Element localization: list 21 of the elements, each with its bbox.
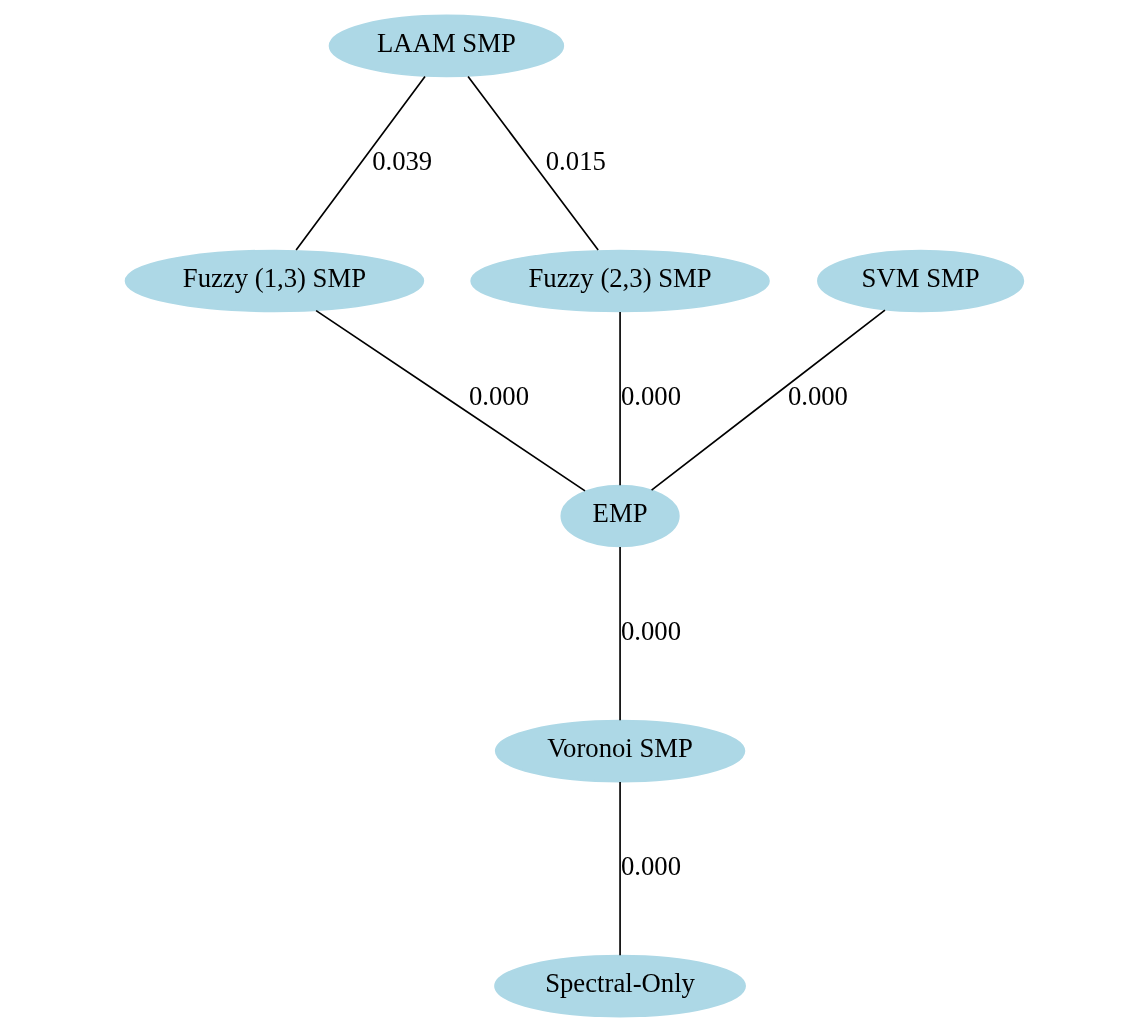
connector <box>650 309 886 491</box>
connector <box>466 75 599 251</box>
edge-label: 0.000 <box>620 850 681 881</box>
node-ellipse: Fuzzy (2,3) SMP <box>469 249 770 313</box>
node-ellipse: SVM SMP <box>816 249 1024 313</box>
connector <box>618 546 621 722</box>
edge-label: 0.000 <box>620 380 681 411</box>
node-ellipse: LAAM SMP <box>328 14 564 78</box>
connector <box>294 75 426 251</box>
edge-label: 0.015 <box>545 145 606 176</box>
node-ellipse: EMP <box>559 484 680 548</box>
node-ellipse: Fuzzy (1,3) SMP <box>124 249 424 313</box>
connector <box>618 781 621 957</box>
edge-label: 0.000 <box>620 615 681 646</box>
node-ellipse: Spectral-Only <box>493 954 746 1018</box>
edge-label: 0.000 <box>787 380 848 411</box>
connector <box>618 311 621 487</box>
node-ellipse: Voronoi SMP <box>494 719 745 783</box>
connector <box>314 309 586 492</box>
edge-label: 0.039 <box>371 145 432 176</box>
edge-label: 0.000 <box>468 380 529 411</box>
